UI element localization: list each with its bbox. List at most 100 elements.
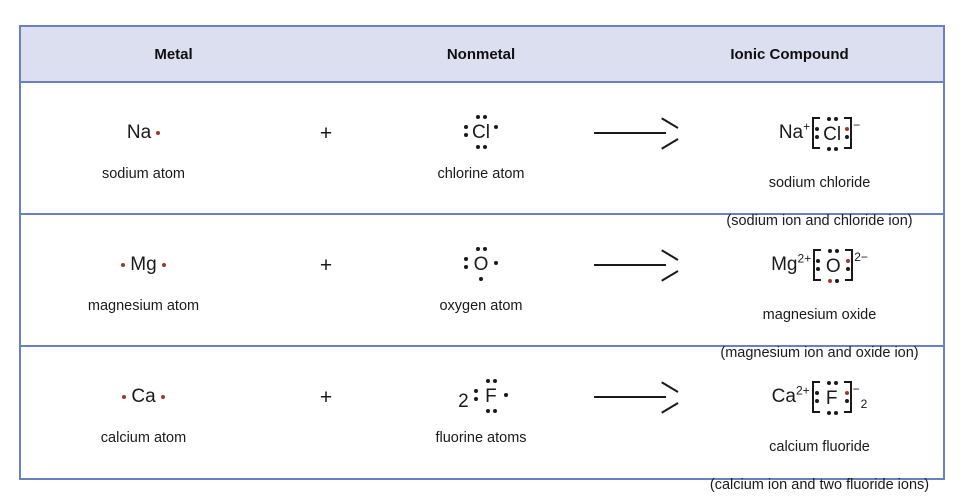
table-row: Na sodium atom + Cl	[21, 83, 943, 229]
valence-dot	[492, 409, 497, 413]
nonmetal-symbol-box: O	[464, 247, 498, 281]
transferred-electron-dot	[845, 127, 850, 131]
product-subtitle: (magnesium ion and oxide ion)	[720, 345, 919, 361]
anion-count: 2	[860, 397, 868, 411]
valence-dot	[476, 247, 480, 251]
valence-dot	[473, 397, 478, 401]
metal-caption: magnesium atom	[87, 298, 200, 314]
valence-dot	[828, 249, 833, 253]
anion-symbol-box: F	[814, 381, 849, 415]
nonmetal-coefficient: 2	[458, 391, 469, 412]
valence-dot	[464, 257, 468, 261]
anion-symbol: Cl	[823, 124, 842, 145]
column-header-ionic-compound: Ionic Compound	[730, 45, 849, 63]
valence-dot	[834, 147, 839, 151]
column-header-nonmetal: Nonmetal	[446, 45, 516, 63]
valence-dot	[485, 379, 490, 383]
nonmetal-cell: O oxygen atom	[386, 215, 576, 345]
metal-cell: Ca calcium atom	[21, 347, 266, 480]
valence-dot-red	[161, 263, 166, 267]
nonmetal-lewis-structure: 2 F	[386, 369, 576, 425]
plus-cell: +	[266, 83, 386, 213]
metal-lewis-structure: Ca	[21, 369, 266, 425]
anion-symbol-box: Cl	[815, 117, 850, 151]
nonmetal-caption: chlorine atom	[437, 166, 525, 182]
arrow-cell	[576, 215, 696, 345]
reaction-arrow-icon	[594, 248, 679, 282]
valence-dot	[846, 267, 851, 271]
metal-symbol: Ca	[131, 386, 156, 407]
valence-dot	[492, 379, 497, 383]
cation-charge: 2+	[797, 251, 812, 266]
nonmetal-cell: Cl chlorine atom	[386, 83, 576, 213]
anion-charge: −	[852, 382, 860, 396]
nonmetal-lewis-structure: Cl	[386, 105, 576, 161]
metal-symbol: Na	[126, 122, 152, 143]
valence-dot	[833, 411, 838, 415]
nonmetal-lewis-structure: O	[386, 237, 576, 293]
product-lewis-structure: Na+ Cl −	[696, 105, 943, 161]
valence-dot	[483, 115, 487, 119]
reaction-arrow-icon	[594, 380, 679, 414]
table-header-row: Metal Nonmetal Ionic Compound	[21, 27, 943, 83]
cation-symbol: Mg2+	[771, 251, 812, 275]
transferred-electron-dot	[828, 279, 833, 283]
product-cell: Na+ Cl −	[696, 83, 943, 229]
cation-symbol: Ca2+	[771, 383, 810, 407]
nonmetal-symbol: F	[485, 386, 497, 407]
valence-dot	[814, 399, 819, 403]
anion-bracket: Cl	[812, 117, 853, 151]
valence-dot	[473, 389, 478, 393]
valence-dot	[816, 267, 821, 271]
plus-sign: +	[319, 385, 333, 409]
plus-cell: +	[266, 215, 386, 345]
valence-dot	[476, 145, 480, 149]
cation-symbol: Na+	[778, 119, 811, 143]
reaction-arrow-icon	[594, 116, 679, 150]
metal-lewis-structure: Mg	[21, 237, 266, 293]
product-cell: Mg2+ O 2	[696, 215, 943, 361]
metal-symbol: Mg	[130, 254, 157, 275]
valence-dot	[827, 147, 832, 151]
nonmetal-caption: fluorine atoms	[435, 430, 527, 446]
anion-bracket: O	[813, 249, 854, 283]
column-header-metal: Metal	[154, 45, 193, 63]
valence-dot	[833, 381, 838, 385]
valence-dot	[464, 265, 468, 269]
metal-cell: Mg magnesium atom	[21, 215, 266, 345]
valence-dot	[483, 247, 487, 251]
valence-dot	[845, 135, 850, 139]
transferred-electron-dot	[844, 391, 849, 395]
arrow-cell	[576, 347, 696, 480]
product-name: magnesium oxide	[762, 307, 877, 323]
metal-lewis-structure: Na	[21, 105, 266, 161]
valence-dot	[835, 279, 840, 283]
valence-dot-red	[121, 263, 126, 267]
valence-dot	[494, 125, 498, 129]
valence-dot	[464, 125, 468, 129]
product-caption: magnesium oxide (magnesium ion and oxide…	[696, 287, 943, 363]
product-name: calcium fluoride	[769, 439, 870, 455]
product-subtitle: (sodium ion and chloride ion)	[726, 213, 913, 229]
nonmetal-symbol-box: F	[473, 379, 508, 413]
valence-dot	[479, 277, 483, 281]
nonmetal-symbol: Cl	[472, 122, 490, 143]
valence-dot	[826, 411, 831, 415]
ionic-compound-formation-table: Metal Nonmetal Ionic Compound Na sodium …	[19, 25, 945, 493]
valence-dot	[483, 145, 487, 149]
nonmetal-symbol: O	[473, 254, 489, 275]
valence-dot	[816, 259, 821, 263]
product-caption: sodium chloride (sodium ion and chloride…	[696, 155, 943, 231]
anion-bracket: F	[811, 381, 852, 415]
metal-caption: sodium atom	[101, 166, 185, 182]
product-caption: calcium fluoride (calcium ion and two fl…	[696, 419, 943, 495]
valence-dot	[476, 115, 480, 119]
valence-dot	[815, 127, 820, 131]
valence-dot	[485, 409, 490, 413]
valence-dot	[503, 393, 508, 397]
valence-dot	[835, 249, 840, 253]
nonmetal-cell: 2 F fluorine atoms	[386, 347, 576, 480]
cation-charge: +	[803, 119, 811, 134]
valence-dot	[814, 391, 819, 395]
valence-dot	[827, 117, 832, 121]
